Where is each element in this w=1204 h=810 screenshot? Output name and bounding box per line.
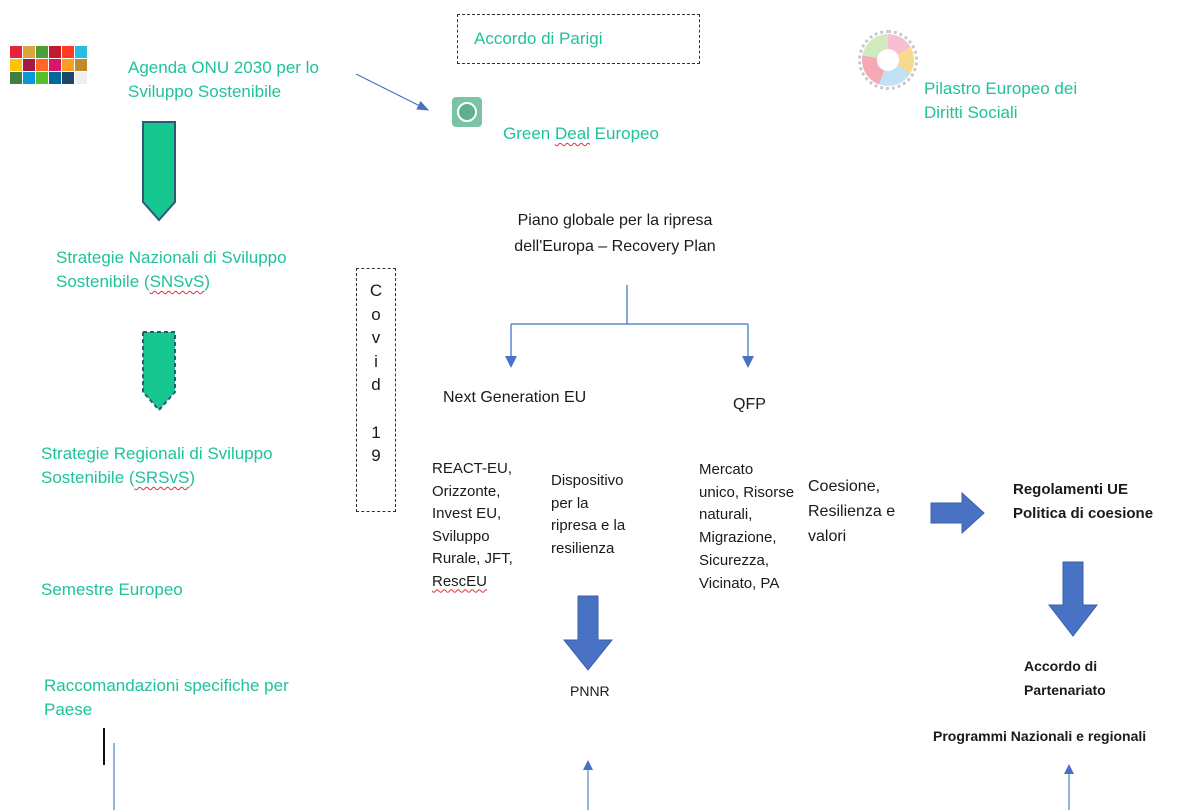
chevron-arrow-solid	[142, 121, 176, 222]
arrow-agenda-to-green-deal	[355, 73, 430, 111]
srsvs-label: Strategie Regionali di Sviluppo Sostenib…	[41, 444, 273, 487]
react-eu-list: REACT-EU, Orizzonte, Invest EU, Sviluppo…	[432, 460, 513, 590]
regolamenti-ue-label: Regolamenti UE Politica di coesione	[1013, 481, 1154, 522]
qfp-label: QFP	[733, 396, 766, 413]
piano-globale-label: Piano globale per la ripresa dell'Europa…	[514, 212, 716, 255]
sdg-goals-grid-icon	[10, 46, 87, 84]
covid-19-vertical-text: C o v i d 1 9	[369, 281, 383, 466]
programmi-label: Programmi Nazionali e regionali	[933, 728, 1147, 744]
covid-19-box: C o v i d 1 9	[356, 268, 396, 512]
semestre-europeo-label: Semestre Europeo	[41, 580, 183, 599]
agenda-onu-2030-label: Agenda ONU 2030 per lo Sviluppo Sostenib…	[128, 58, 319, 101]
green-deal-label: Green Deal Europeo	[503, 124, 659, 143]
pilastro-label: Pilastro Europeo dei Diritti Sociali	[924, 79, 1078, 122]
raccomandazioni-label: Raccomandazioni specifiche per Paese	[44, 676, 289, 719]
pnnr-label: PNNR	[570, 683, 610, 699]
block-arrow-right	[930, 491, 985, 535]
coesione-label: Coesione, Resilienza e valori	[808, 478, 896, 545]
accordo-parigi-box: Accordo di Parigi	[457, 14, 700, 64]
next-generation-eu-label: Next Generation EU	[443, 389, 587, 406]
mercato-unico-list: Mercato unico, Risorse naturali, Migrazi…	[699, 461, 795, 592]
recovery-plan-tree	[510, 285, 749, 358]
block-arrow-down-pnnr	[562, 595, 614, 671]
accordo-partenariato-label: Accordo di Partenariato	[1024, 658, 1106, 698]
accordo-parigi-label: Accordo di Parigi	[474, 29, 603, 48]
social-rights-wheel-icon	[858, 30, 918, 90]
dispositivo-label: Dispositivo per la ripresa e la resilien…	[551, 472, 626, 557]
green-deal-logo-icon	[452, 97, 482, 127]
arrow-down-qfp	[742, 356, 754, 368]
arrow-down-next-gen	[505, 356, 517, 368]
bottom-arrowhead-center	[583, 760, 593, 770]
chevron-arrow-dashed	[142, 331, 176, 412]
snsvs-label: Strategie Nazionali di Sviluppo Sostenib…	[56, 248, 287, 291]
block-arrow-down-accordo	[1047, 561, 1099, 637]
bottom-arrowhead-right	[1064, 764, 1074, 774]
